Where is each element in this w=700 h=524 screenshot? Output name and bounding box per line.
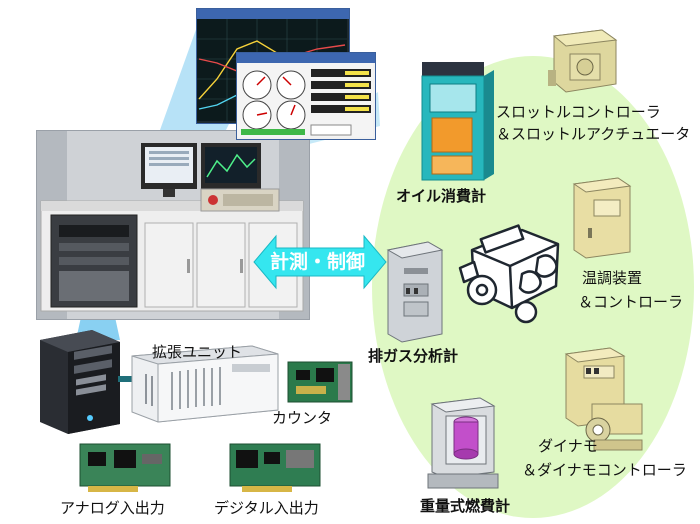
oil-meter-label: オイル消費計 bbox=[396, 187, 487, 205]
expansion-unit bbox=[131, 345, 279, 423]
dynamometer bbox=[564, 347, 643, 451]
window-titlebar bbox=[237, 53, 375, 63]
temp-label-line2: ＆コントローラ bbox=[578, 293, 684, 311]
pc-connector-cable bbox=[118, 376, 142, 382]
exhaust-gas-analyzer bbox=[386, 241, 444, 343]
pc-tower bbox=[40, 330, 120, 434]
arrow-label: 計測・制御 bbox=[270, 251, 366, 273]
digital-io-label: デジタル入出力 bbox=[214, 499, 319, 517]
gauge-panel bbox=[237, 63, 373, 137]
engine-illustration bbox=[458, 224, 560, 324]
dyno-label-line1: ダイナモ bbox=[538, 437, 598, 455]
throttle-label-line2: ＆スロットルアクチュエータ bbox=[496, 125, 691, 143]
measure-control-arrow bbox=[253, 234, 387, 290]
exhaust-label: 排ガス分析計 bbox=[368, 347, 459, 365]
oil-consumption-meter bbox=[421, 62, 494, 181]
counter-label: カウンタ bbox=[272, 409, 333, 427]
console-illustration bbox=[37, 131, 309, 319]
weighing-fuel-meter bbox=[427, 397, 499, 489]
fuel-meter-label: 重量式燃費計 bbox=[420, 497, 511, 515]
window-titlebar bbox=[197, 9, 349, 19]
temp-label-line1: 温調装置 bbox=[582, 269, 643, 287]
expansion-unit-label: 拡張ユニット bbox=[152, 343, 243, 361]
test-console-photo bbox=[36, 130, 310, 320]
temperature-control-unit bbox=[572, 177, 632, 259]
dyno-label-line2: ＆ダイナモコントローラ bbox=[522, 461, 687, 479]
analog-io-label: アナログ入出力 bbox=[60, 499, 165, 517]
throttle-controller bbox=[548, 29, 618, 93]
digital-io-board bbox=[229, 443, 321, 492]
analog-io-board bbox=[79, 443, 171, 492]
throttle-label-line1: スロットルコントローラ bbox=[496, 103, 661, 121]
gauge-window bbox=[236, 52, 376, 140]
counter-board bbox=[287, 361, 353, 403]
